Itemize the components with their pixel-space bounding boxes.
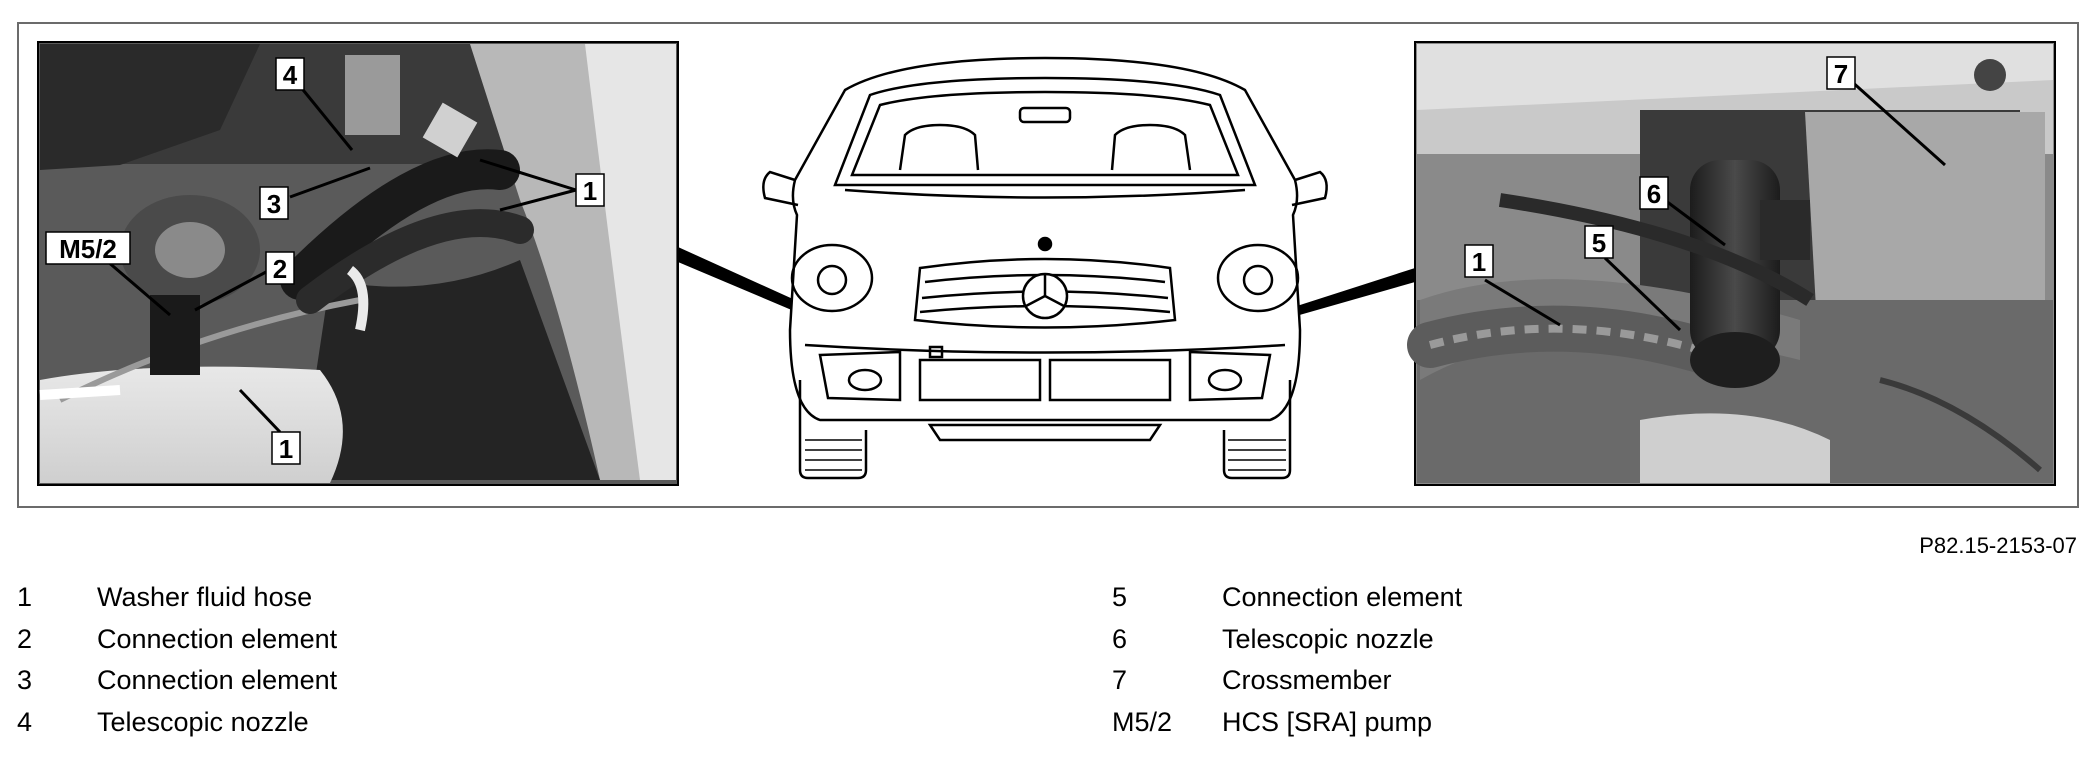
legend-text: HCS [SRA] pump <box>1222 706 1433 737</box>
legend-number: 5 <box>1112 582 1128 613</box>
legend-text: Crossmember <box>1222 665 1392 696</box>
left-callout-4: 4 <box>283 60 298 90</box>
legend-text: Telescopic nozzle <box>97 706 309 737</box>
legend-text: Connection element <box>97 665 338 696</box>
legend-number: 4 <box>17 706 33 737</box>
legend-left-column: 1 Washer fluid hose 2 Connection element… <box>17 577 337 743</box>
right-callout-1: 1 <box>1472 247 1486 277</box>
legend-text: Connection element <box>97 623 338 654</box>
left-callout-m5-2: M5/2 <box>59 234 117 264</box>
car-front-drawing <box>762 56 1328 480</box>
left-callout-1-top: 1 <box>583 176 597 206</box>
left-callout-1-bottom: 1 <box>279 434 293 464</box>
legend-number: 2 <box>17 623 33 654</box>
right-callout-6: 6 <box>1647 179 1661 209</box>
figure-id: P82.15-2153-07 <box>1919 533 2077 558</box>
legend-number: M5/2 <box>1112 706 1173 737</box>
legend-number: 3 <box>17 665 33 696</box>
legend-number: 6 <box>1112 623 1128 654</box>
right-detail-photo: 7 6 5 1 <box>1407 41 2056 486</box>
legend-number: 7 <box>1112 665 1128 696</box>
left-callout-3: 3 <box>267 189 281 219</box>
legend-text: Washer fluid hose <box>97 582 313 613</box>
legend-right-column: 5 Connection element 6 Telescopic nozzle… <box>1112 577 1462 743</box>
left-pointer-wedge <box>678 247 826 322</box>
legend-number: 1 <box>17 582 33 613</box>
left-detail-photo: 4 3 1 M5/2 2 1 <box>37 41 679 486</box>
figure-illustration: 4 3 1 M5/2 2 1 <box>37 41 2056 486</box>
right-callout-5: 5 <box>1592 228 1606 258</box>
right-pointer-wedge <box>1272 268 1415 322</box>
legend-item: M5/2 HCS [SRA] pump <box>1112 702 1462 744</box>
legend-item: 3 Connection element <box>17 660 337 702</box>
legend-item: 6 Telescopic nozzle <box>1112 619 1462 661</box>
legend-item: 7 Crossmember <box>1112 660 1462 702</box>
legend-text: Telescopic nozzle <box>1222 623 1434 654</box>
legend-item: 4 Telescopic nozzle <box>17 702 337 744</box>
right-callout-7: 7 <box>1834 59 1848 89</box>
legend-item: 2 Connection element <box>17 619 337 661</box>
legend-item: 5 Connection element <box>1112 577 1462 619</box>
legend-text: Connection element <box>1222 582 1463 613</box>
legend-item: 1 Washer fluid hose <box>17 577 337 619</box>
left-callout-2: 2 <box>273 254 287 284</box>
